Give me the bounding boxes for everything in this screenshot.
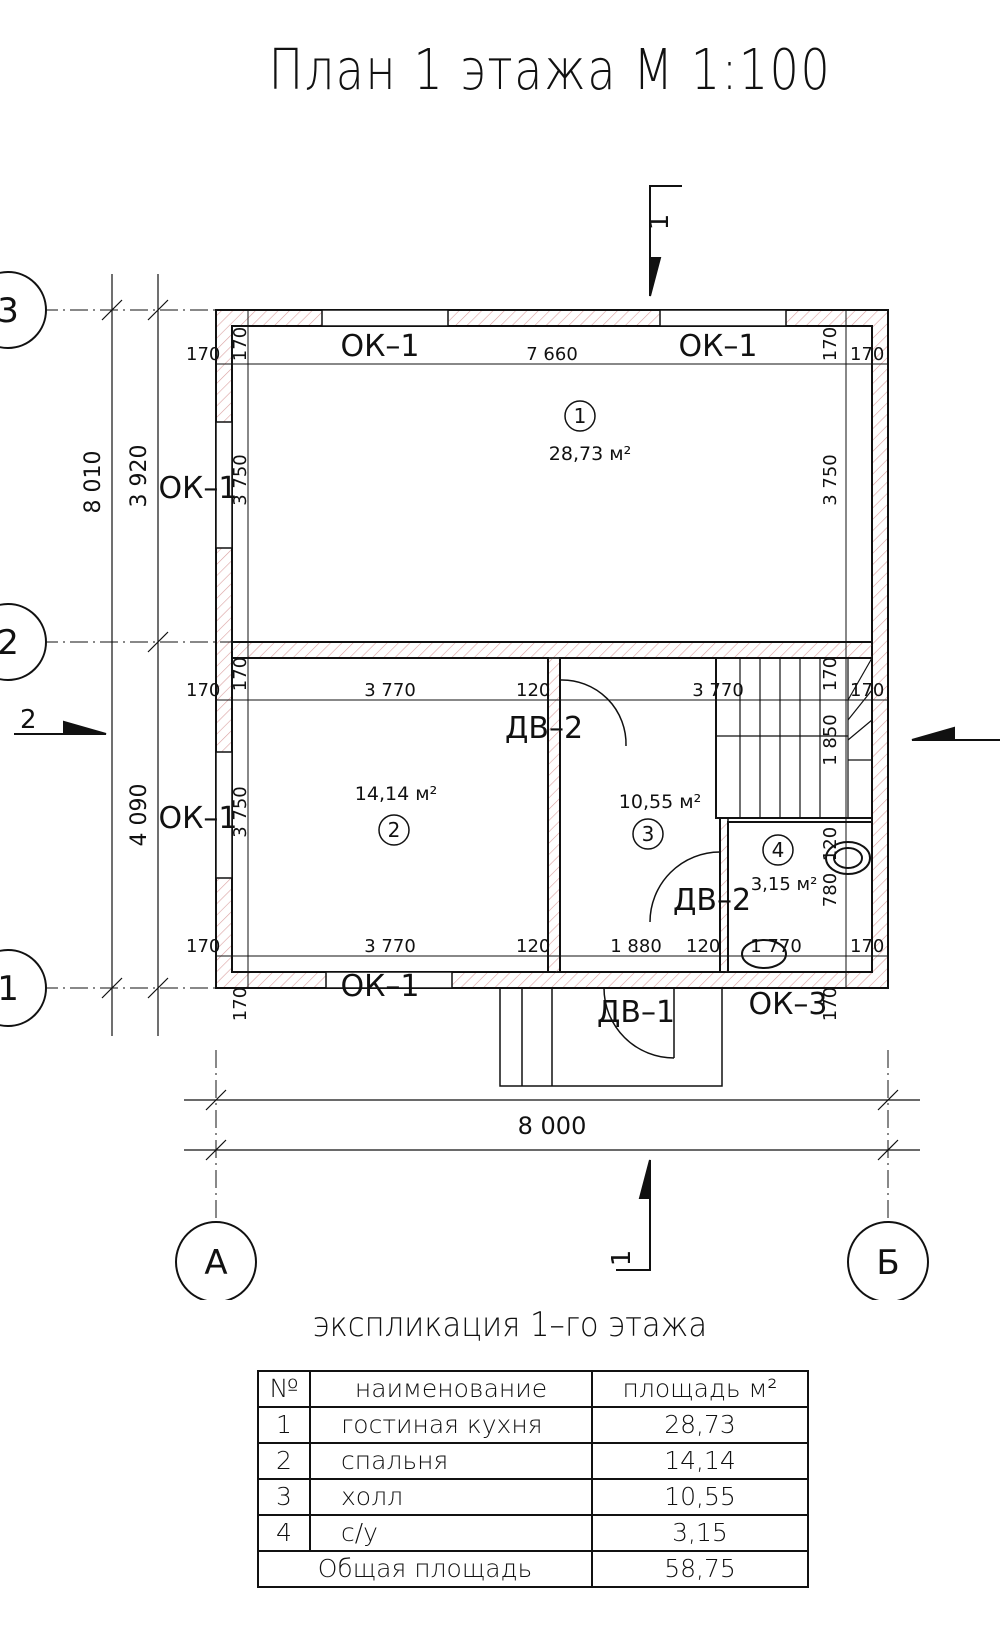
svg-text:2: 2 <box>388 818 401 842</box>
svg-text:2: 2 <box>0 623 19 663</box>
table-header-row: № наименование площадь м² <box>257 1370 809 1408</box>
dim-top-inner: 7 660 <box>526 344 578 365</box>
label-ok1-top-left: ОК–1 <box>341 329 420 364</box>
dim-room-h-l1: 3 750 <box>230 454 251 506</box>
svg-text:1: 1 <box>574 404 587 428</box>
room-tag-4: 4 3,15 м² <box>751 834 818 895</box>
dim-wall-v-tr: 170 <box>820 327 841 361</box>
dim-wall-v-bl: 170 <box>230 987 251 1021</box>
dim-top-v: 3 920 <box>127 445 152 508</box>
dim-wall-bl: 170 <box>186 936 220 957</box>
svg-text:10,55 м²: 10,55 м² <box>619 791 701 813</box>
dim-stair-h: 1 850 <box>820 714 841 766</box>
axis-bubble-1: 1 <box>0 949 47 1027</box>
label-ok1-left-bot: ОК–1 <box>159 801 238 836</box>
table-row: 2 спальня 14,14 <box>257 1442 809 1480</box>
table-total-row: Общая площадь 58,75 <box>257 1550 809 1588</box>
interior-dim-lines <box>216 310 888 988</box>
stair <box>716 657 873 818</box>
label-ok1-top-right: ОК–1 <box>679 329 758 364</box>
dim-room-h-r1: 3 750 <box>820 454 841 506</box>
dim-overall-v: 8 010 <box>81 451 106 514</box>
dim-wc-part: 120 <box>820 827 841 861</box>
dim-room-h-l2: 3 750 <box>230 786 251 838</box>
label-ok3: ОК–3 <box>749 987 828 1022</box>
svg-text:28,73 м²: 28,73 м² <box>549 443 631 465</box>
svg-text:2: 2 <box>20 705 37 735</box>
section-mark-1-top: 1 <box>645 185 682 297</box>
explication-title: экспликация 1–го этажа <box>312 1305 708 1345</box>
dim-wall-mr: 170 <box>850 680 884 701</box>
label-dv2-b: ДВ–2 <box>673 883 751 918</box>
axis-bubble-2: 2 <box>0 603 47 681</box>
dim-overall-h: 8 000 <box>518 1112 587 1140</box>
table-row: 1 гостиная кухня 28,73 <box>257 1406 809 1444</box>
dim-bot-v: 4 090 <box>127 784 152 847</box>
dim-hall-w: 1 880 <box>610 936 662 957</box>
section-mark-2-left: 2 <box>14 705 107 735</box>
page-title: План 1 этажа М 1:100 <box>268 38 832 103</box>
label-dv2-a: ДВ–2 <box>505 711 583 746</box>
total-area: 58,75 <box>591 1550 809 1588</box>
svg-text:1: 1 <box>0 969 19 1009</box>
label-dv1: ДВ–1 <box>597 995 675 1030</box>
dim-room3-w-top: 3 770 <box>692 680 744 701</box>
dim-wc-h: 780 <box>820 873 841 907</box>
axis-bubble-b: Б <box>847 1221 929 1300</box>
axis-bubble-3: 3 <box>0 271 47 349</box>
dim-wall-v-ml: 170 <box>230 657 251 691</box>
axis-bubble-a: А <box>175 1221 257 1300</box>
room-tag-1: 1 28,73 м² <box>549 400 631 465</box>
dim-wall-tl: 170 <box>186 344 220 365</box>
explication-table: № наименование площадь м² 1 гостиная кух… <box>257 1370 809 1588</box>
svg-text:3,15 м²: 3,15 м² <box>751 874 818 895</box>
vertical-dimensions <box>101 274 169 1036</box>
svg-text:1: 1 <box>607 1250 637 1267</box>
svg-text:3: 3 <box>642 822 655 846</box>
dim-wall-ml: 170 <box>186 680 220 701</box>
horizontal-dimensions <box>184 1089 920 1161</box>
room-tag-2: 2 14,14 м² <box>355 783 437 846</box>
svg-text:4: 4 <box>772 838 785 862</box>
dim-room2-w-bot: 3 770 <box>364 936 416 957</box>
svg-text:А: А <box>204 1243 227 1283</box>
toilet-icon <box>825 841 871 875</box>
room-tag-3: 3 10,55 м² <box>619 791 701 850</box>
svg-text:14,14 м²: 14,14 м² <box>355 783 437 805</box>
dim-part-top: 120 <box>516 680 550 701</box>
floor-plan-drawing: 3 2 1 А Б 8 010 3 920 4 090 8 000 <box>0 185 1000 1300</box>
header-area: площадь м² <box>591 1370 809 1408</box>
room-1-outline <box>231 325 873 643</box>
dim-wall-br: 170 <box>850 936 884 957</box>
section-mark-1-bottom: 1 <box>607 1159 651 1271</box>
svg-text:1: 1 <box>645 214 675 231</box>
header-num: № <box>257 1370 311 1408</box>
dim-room2-w-top: 3 770 <box>364 680 416 701</box>
dim-wall-v-tl: 170 <box>230 327 251 361</box>
dim-wall-v-mr: 170 <box>820 657 841 691</box>
svg-text:Б: Б <box>876 1243 899 1283</box>
sink-icon <box>741 939 787 969</box>
table-row: 4 с/у 3,15 <box>257 1514 809 1552</box>
table-row: 3 холл 10,55 <box>257 1478 809 1516</box>
dim-wall-v-br: 170 <box>820 987 841 1021</box>
room-3-outline <box>559 657 721 973</box>
doors <box>499 679 723 1087</box>
label-ok1-bottom: ОК–1 <box>341 969 420 1004</box>
label-ok1-left-top: ОК–1 <box>159 471 238 506</box>
dim-wc-w: 1 770 <box>750 936 802 957</box>
dim-part-bot1: 120 <box>516 936 550 957</box>
dim-part-bot2: 120 <box>686 936 720 957</box>
section-mark-2-right <box>911 726 1000 741</box>
windows <box>215 309 787 989</box>
header-name: наименование <box>309 1370 593 1408</box>
total-label: Общая площадь <box>257 1550 593 1588</box>
dim-wall-tr: 170 <box>850 344 884 365</box>
svg-text:3: 3 <box>0 291 19 331</box>
